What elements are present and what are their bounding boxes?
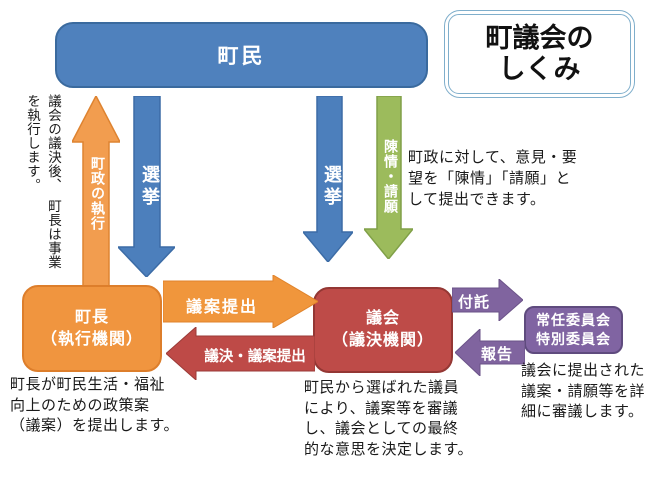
report-arrow-shape	[455, 329, 525, 376]
election-arrow-left-label: 選挙	[140, 165, 160, 209]
execution-arrow-shape	[72, 96, 120, 286]
decision-arrow-shape	[166, 327, 315, 380]
petition-note: 町政に対して、意見・要 望を「陳情」「請願」と して提出できます。	[408, 149, 578, 208]
bill-submission-arrow	[163, 275, 318, 328]
petition-arrow-shape	[364, 96, 413, 259]
referral-arrow-label: 付託	[457, 294, 490, 311]
decision-arrow	[166, 327, 315, 380]
citizens-box-label: 町民	[217, 45, 266, 68]
decision-arrow-label: 議決・議案提出	[204, 349, 306, 365]
execution-arrow	[72, 96, 120, 286]
bill-submission-arrow-label: 議案提出	[185, 299, 258, 316]
assembly-box: 議会 （議決機関）	[313, 287, 453, 373]
committee-note: 議会に提出された 議案・請願等を詳 細に審議します。	[521, 362, 646, 420]
election-arrow-right-label: 選挙	[322, 165, 342, 209]
referral-arrow-shape	[452, 279, 523, 321]
petition-arrow-label: 陳情・請願	[383, 138, 399, 214]
bill-submission-arrow-shape	[163, 275, 318, 328]
report-arrow-label: 報告	[480, 346, 513, 363]
execution-note: 議会の議決後、 町長は事業 を執行します。	[25, 94, 61, 270]
title-box: 町議会の しくみ	[444, 10, 635, 98]
mayor-note: 町長が町民生活・福祉 向上のための政策案 （議案）を提出します。	[10, 376, 180, 434]
committee-box: 常任委員会 特別委員会	[524, 306, 623, 354]
page-title: 町議会の しくみ	[448, 14, 631, 94]
election-arrow-right	[303, 96, 353, 262]
execution-arrow-label: 町政の執行	[90, 155, 106, 231]
election-arrow-left-shape	[118, 96, 175, 277]
election-arrow-left	[118, 96, 175, 277]
election-arrow-right-shape	[303, 96, 353, 262]
citizens-box: 町民	[55, 22, 428, 88]
referral-arrow	[452, 279, 523, 321]
report-arrow	[455, 329, 525, 376]
assembly-note: 町民から選ばれた議員 により、議案等を審議 し、議会としての最終 的な意思を決定…	[304, 379, 474, 458]
petition-arrow	[364, 96, 413, 259]
mayor-box: 町長 （執行機関）	[22, 285, 162, 372]
